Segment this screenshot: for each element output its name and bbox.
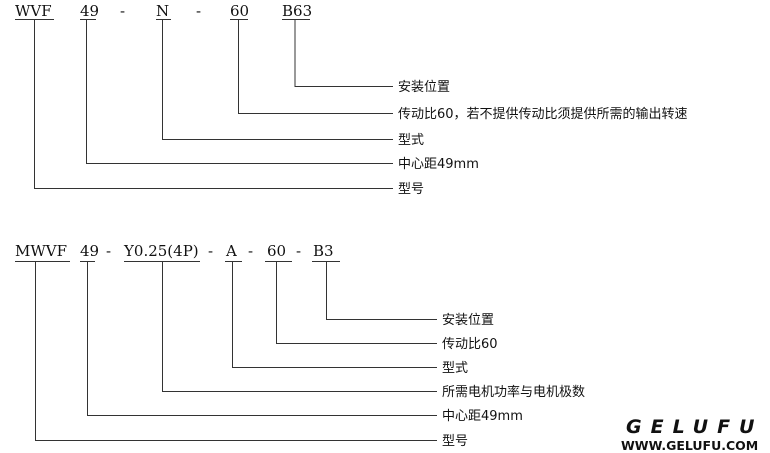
label-mounting-position: 安装位置 xyxy=(442,313,494,328)
label-motor-power: 所需电机功率与电机极数 xyxy=(442,384,585,400)
label-type: 型式 xyxy=(398,133,424,148)
leader-60 xyxy=(238,19,393,114)
code-b3: B3 xyxy=(313,242,334,260)
diagram-mwvf: MWVF 49 - Y0.25(4P) - A - 60 - B3 安装位置 传… xyxy=(15,242,585,449)
code-a: A xyxy=(225,242,237,260)
label-center-distance: 中心距49mm xyxy=(442,409,523,424)
leader-60 xyxy=(276,261,437,344)
leader-b63 xyxy=(294,19,393,87)
leader-motor xyxy=(162,261,437,392)
leader-49 xyxy=(86,19,393,164)
code-49: 49 xyxy=(80,242,99,260)
label-mounting-position: 安装位置 xyxy=(398,80,450,95)
leader-n xyxy=(162,19,393,140)
diagram-wvf: WVF 49 - N - 60 B63 安装位置 传动比60，若不提供传动比须提… xyxy=(15,2,688,197)
code-dash: - xyxy=(120,2,125,20)
code-dash: - xyxy=(248,242,253,260)
leader-49 xyxy=(87,261,437,416)
label-ratio: 传动比60，若不提供传动比须提供所需的输出转速 xyxy=(398,106,688,122)
leader-b3 xyxy=(326,261,437,320)
code-wvf: WVF xyxy=(15,2,52,20)
code-b63: B63 xyxy=(282,2,312,20)
code-mwvf: MWVF xyxy=(15,242,67,260)
code-motor: Y0.25(4P) xyxy=(123,242,199,260)
leader-wvf xyxy=(34,19,393,189)
leader-a xyxy=(232,261,437,368)
code-49: 49 xyxy=(80,2,99,20)
code-dash: - xyxy=(208,242,213,260)
logo-text: GELUFU xyxy=(626,416,763,438)
code-60: 60 xyxy=(267,242,286,260)
code-n: N xyxy=(156,2,169,20)
code-60: 60 xyxy=(230,2,249,20)
label-center-distance: 中心距49mm xyxy=(398,157,479,172)
code-dash: - xyxy=(196,2,201,20)
logo-url: WWW.GELUFU.COM xyxy=(621,438,758,453)
code-dash: - xyxy=(296,242,301,260)
label-model: 型号 xyxy=(442,434,468,449)
leader-mwvf xyxy=(35,261,437,441)
label-ratio: 传动比60 xyxy=(442,337,498,352)
brand-logo: GELUFU WWW.GELUFU.COM xyxy=(621,416,763,453)
label-model: 型号 xyxy=(398,182,424,197)
code-dash: - xyxy=(106,242,111,260)
label-type: 型式 xyxy=(442,361,468,376)
